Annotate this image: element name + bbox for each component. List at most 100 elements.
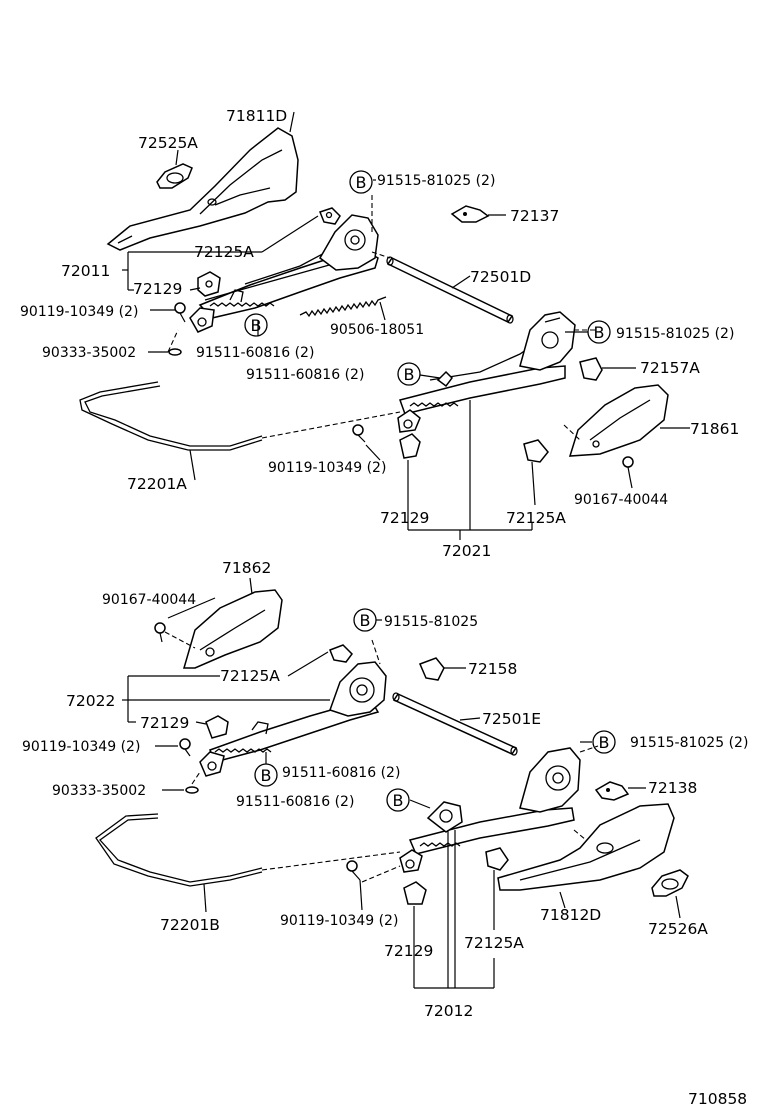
rod-72201A	[79, 381, 263, 451]
bolt-90119-1	[174, 302, 186, 323]
label-90119-10349-3: 90119-10349 (2)	[22, 739, 140, 755]
leader-72129-3	[195, 721, 207, 725]
bolt-marker-b-1: B	[349, 170, 373, 194]
label-91511-60816-4: 91511-60816 (2)	[236, 794, 354, 810]
bolt-90119-2	[352, 424, 366, 443]
bolt-marker-b-2: B	[244, 313, 268, 337]
seat-track-72011	[189, 214, 379, 333]
bracket-72158	[419, 657, 445, 681]
label-72525A: 72525A	[138, 134, 198, 152]
rod-72501D	[386, 256, 514, 324]
label-72501E: 72501E	[482, 710, 541, 728]
svg-text:B: B	[356, 173, 367, 192]
leader-90119-4	[359, 879, 363, 911]
leader-90167-1	[629, 477, 633, 489]
seat-cover-71811D	[106, 127, 299, 251]
spring-90506-18051	[299, 296, 387, 318]
dash-l4	[579, 745, 599, 753]
label-72137: 72137	[510, 207, 559, 225]
leader-72129-1	[189, 287, 201, 291]
leader-90167-2	[167, 597, 216, 619]
part-72138	[594, 781, 630, 801]
svg-text:B: B	[360, 611, 371, 630]
leader-90506	[379, 301, 386, 321]
label-72125A-3: 72125A	[220, 667, 280, 685]
label-72125A-1: 72125A	[194, 243, 254, 261]
label-72201A: 72201A	[127, 475, 187, 493]
label-91515-81025-1: 91515-81025 (2)	[377, 173, 495, 189]
leader-71862	[249, 577, 253, 595]
label-91515-81025-2: 91515-81025 (2)	[616, 326, 734, 342]
seat-track-72021	[397, 311, 576, 433]
leader-72125A-2	[531, 461, 536, 506]
dash-rod-72501D	[371, 251, 391, 259]
label-72011: 72011	[61, 262, 110, 280]
dash-l5	[191, 771, 201, 785]
svg-text:B: B	[599, 733, 610, 752]
leader-91511-2	[419, 374, 441, 379]
leader-72501D	[451, 275, 471, 289]
label-71862: 71862	[222, 559, 271, 577]
label-71861: 71861	[690, 420, 739, 438]
label-90333-35002-2: 90333-35002	[52, 783, 146, 799]
stop-72129-1	[197, 271, 221, 297]
label-72526A: 72526A	[648, 920, 708, 938]
cover-71861	[568, 384, 669, 457]
label-72129-4: 72129	[384, 942, 433, 960]
label-91515-81025-3: 91515-81025	[384, 614, 478, 630]
label-90167-40044-2: 90167-40044	[102, 592, 196, 608]
knob-72526A	[651, 869, 689, 897]
leader-71811D	[289, 111, 295, 133]
dash-l1	[164, 631, 196, 649]
label-72129-2: 72129	[380, 509, 429, 527]
leader-72201B	[203, 883, 207, 913]
bolt-marker-b-8: B	[386, 788, 410, 812]
label-91511-60816-3: 91511-60816 (2)	[282, 765, 400, 781]
label-72125A-2: 72125A	[506, 509, 566, 527]
label-90119-10349-4: 90119-10349 (2)	[280, 913, 398, 929]
dash-u3	[167, 329, 179, 353]
washer-90333-1	[168, 348, 182, 356]
cover-71812D	[497, 803, 675, 891]
leader-72525A	[175, 149, 179, 166]
bolt-marker-b-7: B	[254, 763, 278, 787]
label-90506-18051: 90506-18051	[330, 322, 424, 338]
stop-72129-4	[403, 881, 427, 905]
rod-72201B	[95, 813, 263, 887]
rod-72501E	[392, 692, 518, 756]
bracket-72125A-1	[319, 207, 341, 225]
leader-72125A-3	[287, 651, 329, 677]
bolt-90119-4	[346, 860, 361, 881]
dash-l2	[361, 865, 401, 883]
label-91515-81025-4: 91515-81025 (2)	[630, 735, 748, 751]
label-71812D: 71812D	[540, 906, 601, 924]
label-72158: 72158	[468, 660, 517, 678]
label-72157A: 72157A	[640, 359, 700, 377]
bracket-72125A-3	[329, 644, 353, 663]
washer-90333-2	[185, 786, 199, 794]
knob-72525A	[156, 163, 193, 189]
bolt-marker-b-6: B	[592, 730, 616, 754]
stop-72129-2	[399, 433, 421, 459]
bolt-marker-b-5: B	[353, 608, 377, 632]
screw-90167-2	[154, 622, 166, 643]
label-90333-35002-1: 90333-35002	[42, 345, 136, 361]
leader-91511-4	[409, 799, 431, 809]
dash-l6	[573, 829, 587, 841]
bolt-marker-b-3: B	[587, 320, 611, 344]
label-72138: 72138	[648, 779, 697, 797]
leader-72125A-1b	[261, 215, 319, 253]
bolt-90119-3	[179, 738, 191, 757]
part-72137	[450, 205, 490, 223]
bracket-72125A-4	[485, 847, 509, 871]
dash-l3	[371, 639, 381, 665]
label-72129-1: 72129	[133, 280, 182, 298]
seat-track-72022	[199, 661, 387, 777]
svg-text:B: B	[594, 323, 605, 342]
label-72501D: 72501D	[470, 268, 531, 286]
label-72129-3: 72129	[140, 714, 189, 732]
label-91511-60816-1: 91511-60816 (2)	[196, 345, 314, 361]
svg-text:B: B	[404, 365, 415, 384]
label-91511-60816-2: 91511-60816 (2)	[246, 367, 364, 383]
